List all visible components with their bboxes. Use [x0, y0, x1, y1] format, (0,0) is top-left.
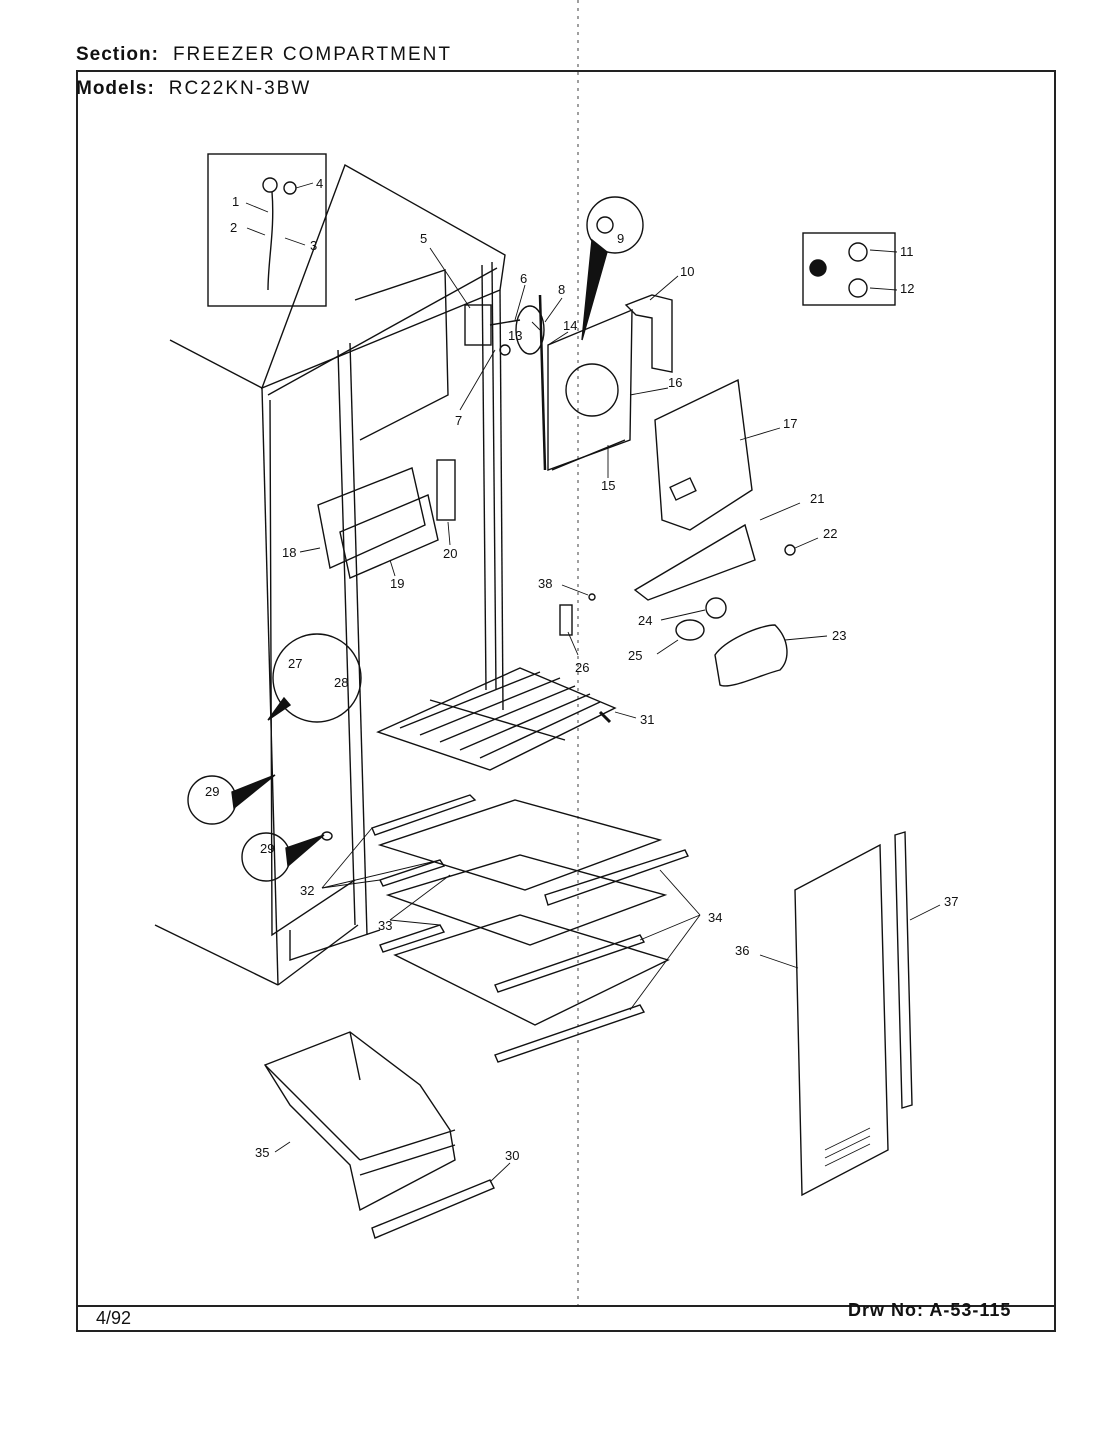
callout-14: 14 [563, 318, 577, 333]
footer-date: 4/92 [96, 1308, 132, 1328]
callout-22: 22 [823, 526, 837, 541]
section-value: FREEZER COMPARTMENT [172, 44, 452, 65]
callout-36: 36 [735, 943, 749, 958]
callout-38: 38 [538, 576, 552, 591]
models-value: RC22KN-3BW [168, 78, 312, 99]
footer-divider [76, 1305, 1056, 1307]
callout-12: 12 [900, 281, 914, 296]
callout-15: 15 [601, 478, 615, 493]
damper-20 [436, 459, 456, 521]
glass-shelf-middle [385, 854, 668, 946]
bin-trim-30 [371, 1179, 495, 1239]
callout-30: 30 [505, 1148, 519, 1163]
callout-16: 16 [668, 375, 682, 390]
models-label: Models: [76, 78, 155, 99]
diagram-frame [76, 70, 1056, 1332]
wire-shelf-31 [376, 667, 617, 771]
evaporator-fan-assembly [464, 304, 545, 356]
callout-35: 35 [255, 1145, 269, 1160]
callout-29-upper: 29 [205, 784, 219, 799]
callout-25: 25 [628, 648, 642, 663]
callout-31: 31 [640, 712, 654, 727]
callout-19: 19 [390, 576, 404, 591]
light-bracket-21 [633, 523, 756, 601]
callout-17: 17 [783, 416, 797, 431]
duct-cover-19 [339, 494, 439, 579]
callout-21: 21 [810, 491, 824, 506]
light-shield-23 [714, 624, 788, 687]
drawing-label: Drw No: [848, 1300, 924, 1320]
callout-5: 5 [420, 231, 427, 246]
footer-drawing-number: Drw No: A-53-115 [848, 1300, 1011, 1321]
glass-shelf-upper [377, 799, 663, 891]
callout-28: 28 [334, 675, 348, 690]
callout-32: 32 [300, 883, 314, 898]
callout-13: 13 [508, 328, 522, 343]
callout-27: 27 [288, 656, 302, 671]
callout-1: 1 [232, 194, 239, 209]
callout-7: 7 [455, 413, 462, 428]
callout-37: 37 [944, 894, 958, 909]
glass-shelf-lower [393, 914, 670, 1026]
callout-11: 11 [900, 244, 914, 259]
callout-6: 6 [520, 271, 527, 286]
liner-panel-36 [794, 843, 889, 1197]
callout-34: 34 [708, 910, 722, 925]
callout-10: 10 [680, 264, 694, 279]
ice-bin-35 [263, 1031, 456, 1212]
duct-panel-18 [317, 467, 426, 570]
callout-8: 8 [558, 282, 565, 297]
fan-cover-17 [654, 378, 753, 531]
callout-2: 2 [230, 220, 237, 235]
callout-33: 33 [378, 918, 392, 933]
detail-box-11-12 [802, 232, 896, 306]
callout-20: 20 [443, 546, 457, 561]
callout-24: 24 [638, 613, 652, 628]
freezer-cabinet [154, 163, 506, 986]
callout-4: 4 [316, 176, 323, 191]
trim-strip-37 [894, 831, 913, 1109]
callout-9: 9 [617, 231, 624, 246]
section-label: Section: [76, 44, 159, 65]
detail-box-1-4 [207, 153, 327, 307]
callout-29-lower: 29 [260, 841, 274, 856]
callout-3: 3 [310, 238, 317, 253]
fan-bracket [547, 308, 633, 472]
callout-18: 18 [282, 545, 296, 560]
drawing-number: A-53-115 [929, 1300, 1012, 1320]
callout-23: 23 [832, 628, 846, 643]
callout-26: 26 [575, 660, 589, 675]
section-heading: Section: FREEZER COMPARTMENT [76, 44, 452, 66]
models-heading: Models: RC22KN-3BW [76, 78, 311, 100]
